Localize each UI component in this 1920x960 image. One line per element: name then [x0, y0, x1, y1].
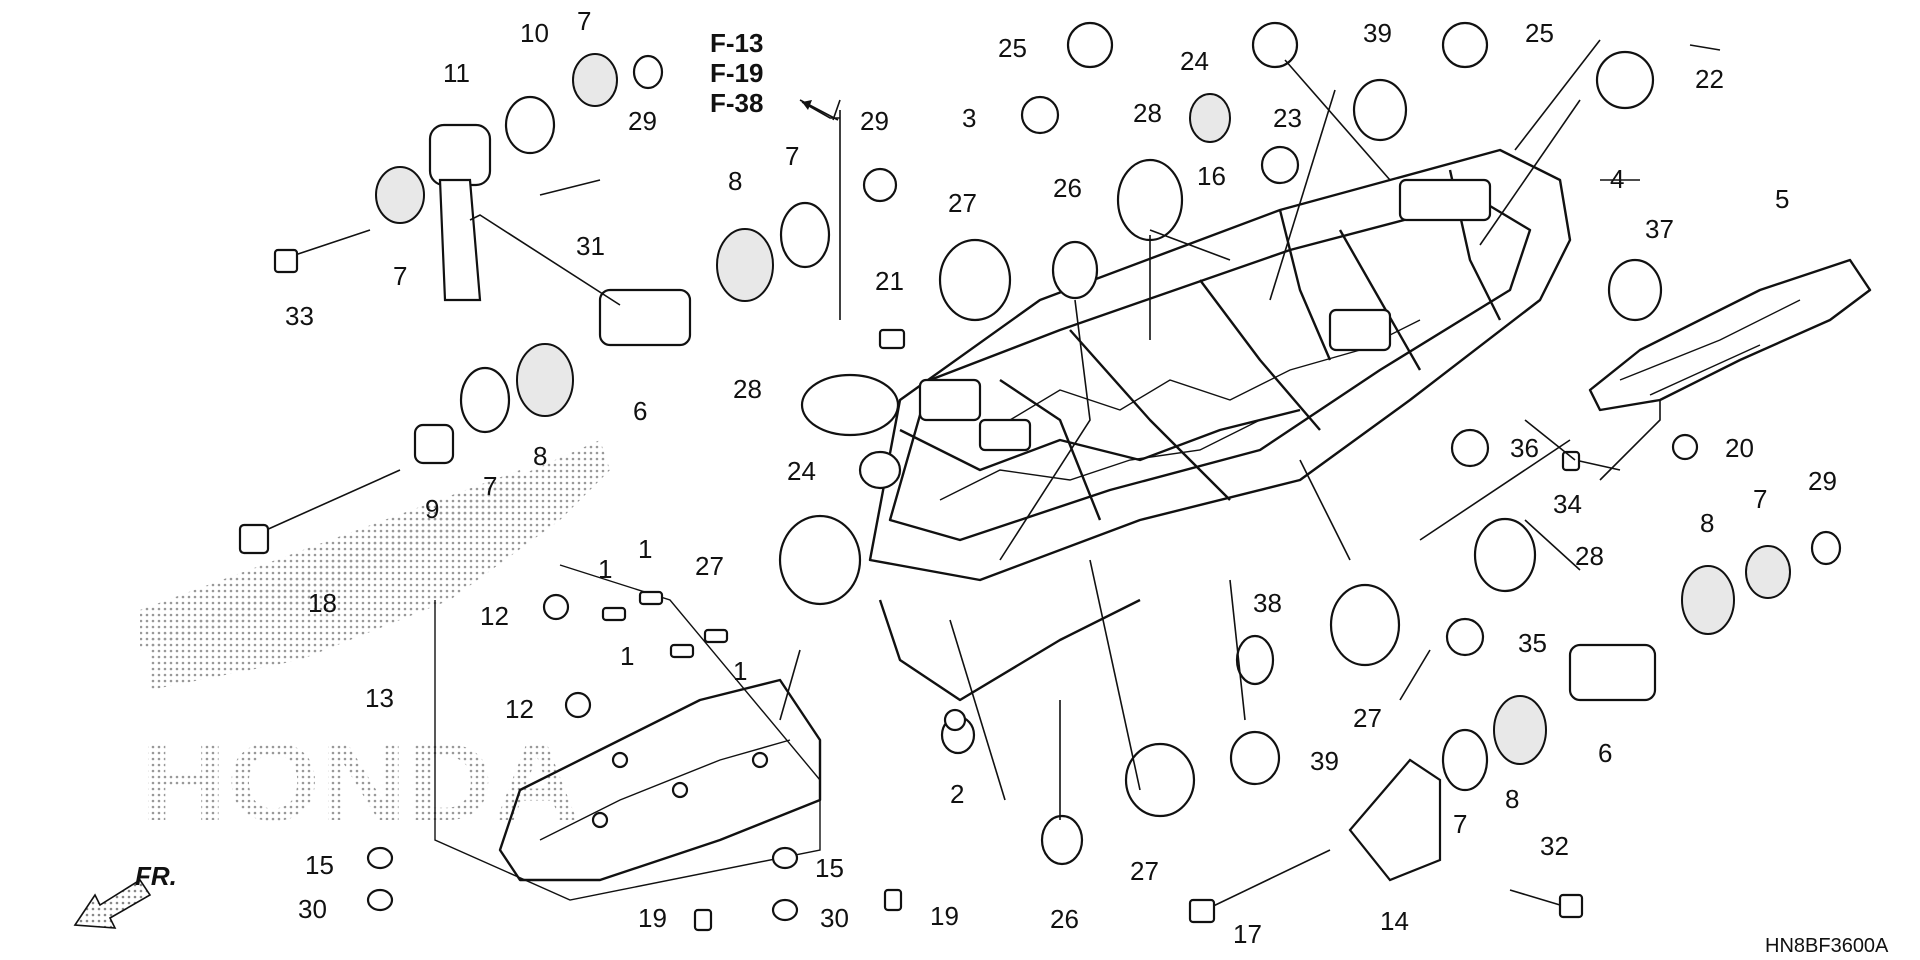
main-frame	[868, 148, 1572, 702]
callout-1: 1	[598, 554, 612, 584]
callout-27: 27	[695, 551, 724, 581]
callout-10: 10	[520, 18, 549, 48]
callout-34: 34	[1553, 489, 1582, 519]
callout-24: 24	[1180, 46, 1209, 76]
left-mount-parts	[238, 53, 906, 555]
callout-29: 29	[860, 106, 889, 136]
callout-12: 12	[480, 601, 509, 631]
callout-26: 26	[1050, 904, 1079, 934]
callout-20: 20	[1725, 433, 1754, 463]
callout-7: 7	[785, 141, 799, 171]
callout-35: 35	[1518, 628, 1547, 658]
callout-27: 27	[948, 188, 977, 218]
callout-26: 26	[1053, 173, 1082, 203]
callout-37: 37	[1645, 214, 1674, 244]
callout-18: 18	[308, 588, 337, 618]
callout-8: 8	[728, 166, 742, 196]
callouts: 10 7 29 11 7 31 33 8 7 29 6 8 7 9 18 12 …	[285, 6, 1837, 949]
callout-15: 15	[305, 850, 334, 880]
callout-28: 28	[1133, 98, 1162, 128]
callout-29: 29	[628, 106, 657, 136]
callout-12: 12	[505, 694, 534, 724]
small-hardware	[366, 590, 967, 932]
callout-4: 4	[1610, 164, 1624, 194]
callout-30: 30	[298, 894, 327, 924]
callout-7: 7	[1453, 809, 1467, 839]
callout-17: 17	[1233, 919, 1262, 949]
callout-8: 8	[1505, 784, 1519, 814]
callout-27: 27	[1353, 703, 1382, 733]
callout-11: 11	[443, 58, 470, 88]
callout-36: 36	[1510, 433, 1539, 463]
callout-5: 5	[1775, 184, 1789, 214]
callout-28: 28	[733, 374, 762, 404]
callout-23: 23	[1273, 103, 1302, 133]
callout-7: 7	[483, 471, 497, 501]
callout-7: 7	[393, 261, 407, 291]
callout-33: 33	[285, 301, 314, 331]
callout-32: 32	[1540, 831, 1569, 861]
callout-1: 1	[620, 641, 634, 671]
reference-page-1[interactable]: F-13	[710, 28, 763, 58]
callout-27: 27	[1130, 856, 1159, 886]
callout-7: 7	[577, 6, 591, 36]
callout-31: 31	[576, 231, 605, 261]
callout-28: 28	[1575, 541, 1604, 571]
callout-39: 39	[1363, 18, 1392, 48]
callout-1: 1	[733, 656, 747, 686]
callout-30: 30	[820, 903, 849, 933]
callout-16: 16	[1197, 161, 1226, 191]
callout-2: 2	[950, 779, 964, 809]
callout-25: 25	[998, 33, 1027, 63]
callout-14: 14	[1380, 906, 1409, 936]
front-direction-label: FR.	[135, 861, 177, 891]
skid-plate	[434, 564, 822, 901]
callout-19: 19	[930, 901, 959, 931]
clamps	[778, 21, 1663, 866]
honda-watermark: HONDA	[140, 440, 610, 844]
reference-page-2[interactable]: F-19	[710, 58, 763, 88]
callout-13: 13	[365, 683, 394, 713]
callout-24: 24	[787, 456, 816, 486]
callout-25: 25	[1525, 18, 1554, 48]
callout-19: 19	[638, 903, 667, 933]
watermark-text: HONDA	[140, 721, 580, 844]
callout-6: 6	[633, 396, 647, 426]
right-mount-parts	[1188, 433, 1842, 924]
sub-frame-5	[1588, 258, 1872, 412]
front-direction-arrow: FR.	[73, 861, 177, 929]
leader-lines	[469, 39, 1721, 820]
callout-9: 9	[425, 494, 439, 524]
callout-21: 21	[875, 266, 904, 296]
callout-15: 15	[815, 853, 844, 883]
callout-1: 1	[638, 534, 652, 564]
reference-pages: F-13 F-19 F-38	[710, 28, 840, 119]
reference-page-3[interactable]: F-38	[710, 88, 763, 118]
callout-39: 39	[1310, 746, 1339, 776]
callout-29: 29	[1808, 466, 1837, 496]
diagram-code: HN8BF3600A	[1765, 935, 1889, 957]
callout-3: 3	[962, 103, 976, 133]
callout-6: 6	[1598, 738, 1612, 768]
callout-8: 8	[1700, 508, 1714, 538]
callout-22: 22	[1695, 64, 1724, 94]
callout-38: 38	[1253, 588, 1282, 618]
callout-8: 8	[533, 441, 547, 471]
callout-7: 7	[1753, 484, 1767, 514]
